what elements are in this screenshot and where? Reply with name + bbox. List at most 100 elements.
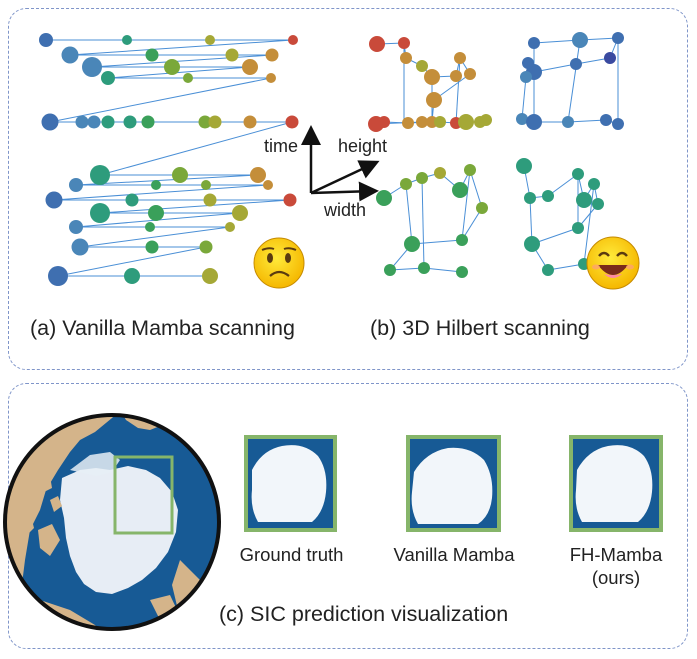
scan-node xyxy=(250,167,266,183)
scan-node xyxy=(404,236,420,252)
scan-edge xyxy=(521,76,527,120)
scan-node xyxy=(576,192,592,208)
scan-node xyxy=(434,116,446,128)
scan-node xyxy=(124,268,140,284)
scanning-panel xyxy=(8,8,688,370)
label-ground-truth: Ground truth xyxy=(239,544,344,565)
scan-edge xyxy=(69,39,294,56)
scan-node xyxy=(454,52,466,64)
scan-node xyxy=(476,202,488,214)
scan-node xyxy=(376,190,392,206)
scan-node xyxy=(225,48,239,62)
prediction-thumbnails xyxy=(244,435,663,532)
scan-node xyxy=(542,190,554,202)
scan-node xyxy=(524,236,540,252)
scan-edge xyxy=(75,174,259,186)
caption-vanilla: (a) Vanilla Mamba scanning xyxy=(30,316,295,340)
scan-edge xyxy=(99,121,293,176)
scan-node xyxy=(125,193,139,207)
scan-node xyxy=(141,115,155,129)
scan-node xyxy=(526,114,542,130)
scan-edge xyxy=(79,226,231,248)
scan-node xyxy=(164,59,180,75)
scan-node xyxy=(266,73,276,83)
scan-node xyxy=(288,35,298,45)
scan-node xyxy=(90,203,110,223)
scan-node xyxy=(384,264,396,276)
sad-face-icon xyxy=(253,237,305,289)
scan-node xyxy=(183,73,193,83)
vanilla-mamba-thumbnail xyxy=(406,435,501,532)
scan-node xyxy=(243,115,257,129)
scan-node xyxy=(424,69,440,85)
scan-node xyxy=(285,115,299,129)
scan-edge xyxy=(455,57,461,124)
scan-node xyxy=(71,238,89,256)
scan-node xyxy=(570,58,582,70)
scan-node xyxy=(612,118,624,130)
scan-edge xyxy=(583,183,595,265)
scan-node xyxy=(39,33,53,47)
caption-hilbert: (b) 3D Hilbert scanning xyxy=(370,316,590,340)
axis-height-label: height xyxy=(338,136,388,156)
scan-node xyxy=(265,48,279,62)
scan-node xyxy=(416,116,428,128)
scan-node xyxy=(600,114,612,126)
label-fh-mamba: FH-Mamba xyxy=(569,544,663,565)
scan-node xyxy=(205,35,215,45)
scan-node xyxy=(400,52,412,64)
scan-node xyxy=(145,48,159,62)
scan-node xyxy=(520,71,532,83)
scan-node xyxy=(562,116,574,128)
scan-edge xyxy=(547,263,585,271)
scan-edge xyxy=(49,77,272,123)
scan-edge xyxy=(547,173,579,197)
scan-node xyxy=(151,180,161,190)
scan-node xyxy=(145,222,155,232)
vanilla-scan-graph xyxy=(39,33,299,286)
scan-node xyxy=(516,113,528,125)
scan-node xyxy=(542,264,554,276)
scan-node xyxy=(123,115,137,129)
scan-node xyxy=(145,240,159,254)
scan-edge xyxy=(99,199,291,214)
scan-edge xyxy=(567,119,607,123)
axis-width-label: width xyxy=(324,200,367,220)
label-ours: (ours) xyxy=(591,567,641,588)
scan-edge xyxy=(567,39,581,123)
scan-node xyxy=(528,37,540,49)
scan-edge xyxy=(405,183,413,245)
scan-node xyxy=(201,180,211,190)
scan-node xyxy=(203,193,217,207)
scan-node xyxy=(202,268,218,284)
scan-node xyxy=(232,205,248,221)
scan-node xyxy=(572,32,588,48)
axes-indicator xyxy=(301,125,380,202)
scan-node xyxy=(61,46,79,64)
scan-node xyxy=(522,57,534,69)
scan-node xyxy=(45,191,63,209)
scan-edge xyxy=(107,66,251,79)
scan-node xyxy=(225,222,235,232)
scan-node xyxy=(69,220,83,234)
scan-node xyxy=(87,115,101,129)
scan-node xyxy=(101,71,115,85)
scan-edge xyxy=(421,177,425,269)
scan-node xyxy=(592,198,604,210)
scan-node xyxy=(456,266,468,278)
scan-node xyxy=(82,57,102,77)
scan-node xyxy=(588,178,600,190)
scan-node xyxy=(368,116,384,132)
arctic-map xyxy=(3,413,221,631)
scan-node xyxy=(263,180,273,190)
scan-node xyxy=(48,266,68,286)
scan-node xyxy=(434,167,446,179)
scan-node xyxy=(516,158,532,174)
scan-edge xyxy=(91,54,273,68)
scan-node xyxy=(122,35,132,45)
scan-node xyxy=(242,59,258,75)
scan-node xyxy=(572,168,584,180)
scan-node xyxy=(456,234,468,246)
scan-node xyxy=(398,37,410,49)
